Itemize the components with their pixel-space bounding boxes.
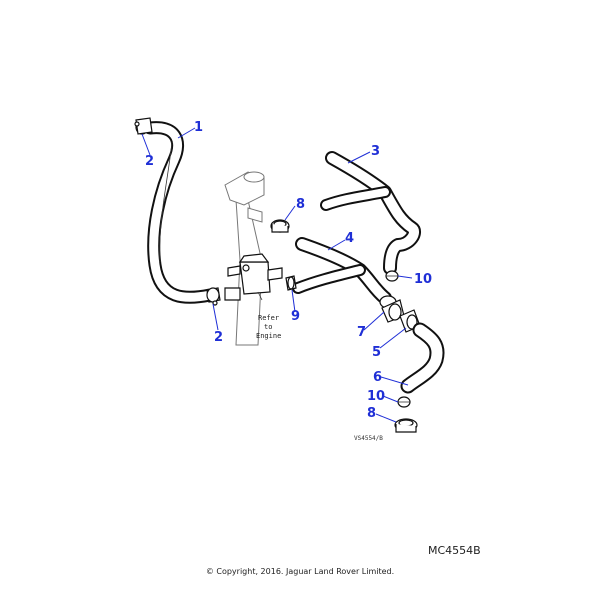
callout-10-upper: 10 <box>414 272 432 287</box>
callout-8-lower: 8 <box>367 406 376 421</box>
callout-8-upper: 8 <box>296 197 305 212</box>
refer-note-line-2: to <box>264 323 272 331</box>
callout-5: 5 <box>372 345 381 360</box>
diagram-number: MC4554B <box>428 544 481 557</box>
refer-note-line-3: Engine <box>256 332 281 340</box>
callout-1: 1 <box>194 120 203 135</box>
copyright-notice: © Copyright, 2016. Jaguar Land Rover Lim… <box>205 567 395 576</box>
refer-note-line-1: Refer <box>258 314 279 322</box>
callout-2-bottom: 2 <box>214 330 223 345</box>
hose-clip-2-top <box>134 117 153 135</box>
cap-10-upper <box>385 270 399 282</box>
hose-clip-9 <box>285 275 297 291</box>
hose-3 <box>320 151 421 275</box>
hose-clip-8-upper <box>270 219 290 233</box>
hose-1 <box>143 121 217 304</box>
hose-clip-2-bottom <box>206 287 221 306</box>
hose-clip-8-lower <box>394 418 418 433</box>
callout-2-top: 2 <box>145 154 154 169</box>
callout-6: 6 <box>373 370 382 385</box>
hose-4 <box>292 237 392 305</box>
connector-7 <box>379 295 405 323</box>
callout-3: 3 <box>371 144 380 159</box>
callout-7: 7 <box>357 325 366 340</box>
valve-body <box>224 253 283 301</box>
leader-lines <box>141 127 413 423</box>
callout-4: 4 <box>345 231 354 246</box>
callout-9: 9 <box>291 309 300 324</box>
hose-6 <box>400 322 445 394</box>
callout-10-lower: 10 <box>367 389 385 404</box>
cap-10-lower <box>397 396 411 408</box>
drawing-code: VS4554/B <box>354 435 383 442</box>
